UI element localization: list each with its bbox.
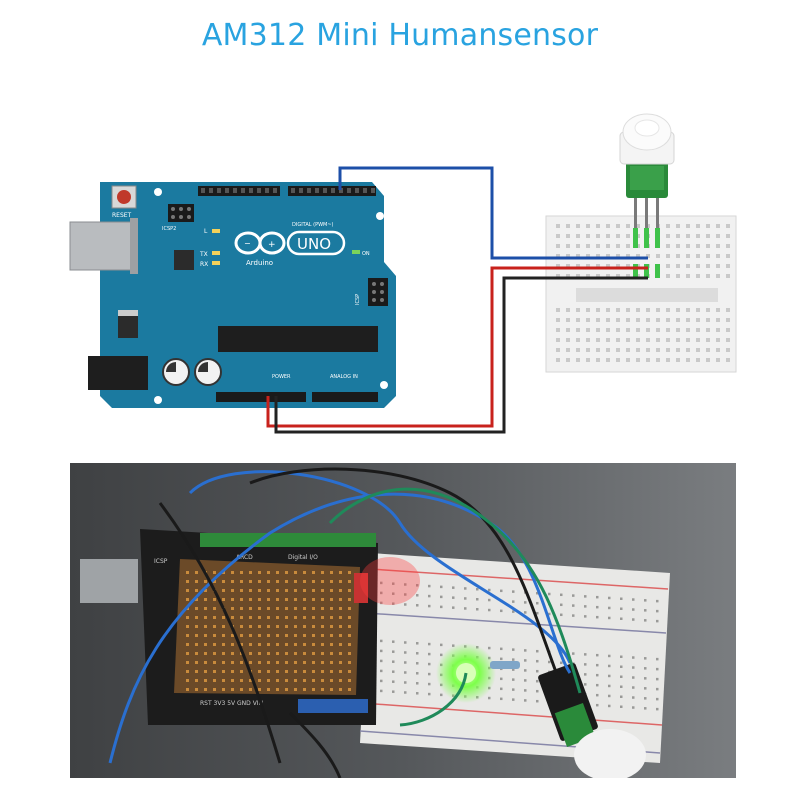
- l-led-label: L: [204, 228, 208, 235]
- uno-label: UNO: [297, 235, 331, 253]
- reset-label: RESET: [112, 212, 132, 219]
- icsp2-label: ICSP2: [162, 226, 176, 232]
- page-title: AM312 Mini Humansensor: [201, 18, 599, 53]
- digital-label: DIGITAL (PWM~): [292, 222, 334, 228]
- photo-pir-sensor: [538, 663, 646, 778]
- svg-text:+: +: [268, 240, 276, 250]
- arduino-board: RESET ICSP2 DIGITAL (PWM~) L TX RX − + U…: [69, 182, 396, 408]
- photo-breadboard: [359, 553, 670, 763]
- photo-shield-label-4: RST 3V3 5V GND VIN: [200, 700, 263, 707]
- pir-sensor: [619, 113, 675, 228]
- arduino-label: Arduino: [246, 259, 273, 267]
- rx-led-label: RX: [200, 261, 208, 268]
- tx-led-label: TX: [199, 251, 208, 258]
- photo-shield-label-1: ICSP: [154, 558, 168, 565]
- on-led-label: ON: [362, 251, 370, 257]
- svg-text:−: −: [244, 239, 251, 248]
- wiring-diagram: RESET ICSP2 DIGITAL (PWM~) L TX RX − + U…: [69, 113, 737, 434]
- photo-shield-label-2: ARCD: [236, 554, 253, 561]
- power-label: POWER: [272, 374, 291, 380]
- photo-arduino: ICSP ARCD Digital I/O RST 3V3 5V GND VIN: [80, 529, 378, 725]
- icsp-label: ICSP: [355, 294, 361, 305]
- arduino-logo: − + UNO Arduino: [234, 230, 346, 267]
- wires: [266, 166, 648, 434]
- analog-label: ANALOG IN: [330, 374, 358, 380]
- breadboard: [545, 215, 737, 373]
- photo-shield-label-3: Digital I/O: [288, 554, 318, 561]
- build-photo: ICSP ARCD Digital I/O RST 3V3 5V GND VIN: [70, 463, 736, 778]
